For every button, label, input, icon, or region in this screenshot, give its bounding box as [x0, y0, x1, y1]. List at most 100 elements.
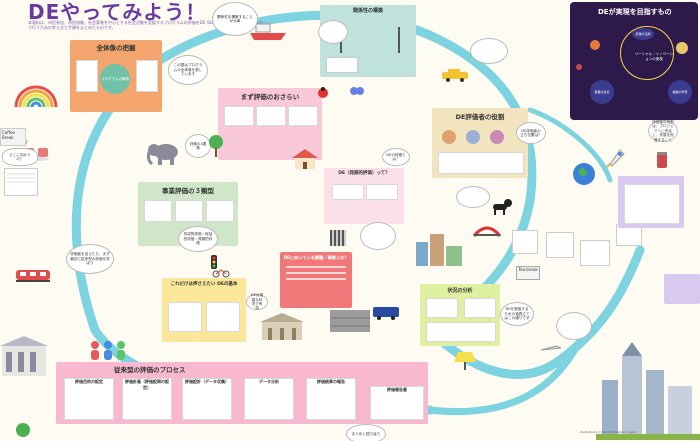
town-icon	[416, 234, 462, 266]
planet-icon	[676, 42, 688, 54]
panel-process: 従来型の評価のプロセス 評価目的の設定 評価計画（評価設問の設定） 評価設計（デ…	[56, 362, 428, 424]
process-title: 従来型の評価のプロセス	[114, 366, 186, 374]
bicycle-icon	[212, 269, 230, 278]
note-left: 評価者を迎えたら、まず最初に従来型の評価を学ぼう	[66, 244, 114, 274]
usecase-line	[286, 272, 346, 274]
page-title: DEやってみよう！	[28, 0, 207, 24]
jar-icon	[657, 152, 667, 168]
usecase-line	[286, 278, 346, 280]
panel-analysis: 状況の分析	[420, 284, 500, 346]
rainbow-icon	[14, 85, 58, 108]
person-icon	[490, 130, 504, 144]
process-step-label: 評価目的の設定	[75, 379, 103, 384]
goal-right-node: 組織の学習	[668, 80, 692, 104]
elephant-icon	[146, 144, 178, 166]
purpose-box	[224, 106, 254, 126]
goal-inner-label: ソーシャル・イノベーションの実現	[634, 52, 674, 61]
basics-title: これだけは押さえたい DEの基本	[170, 282, 238, 287]
process-step-2: 評価計画（評価設問の設定）	[122, 378, 172, 420]
note-taxi	[470, 38, 508, 64]
tree-icon	[209, 135, 223, 157]
tea-break-sign: Tea break	[516, 266, 540, 280]
ship-icon	[250, 23, 286, 40]
note-usecase	[360, 222, 396, 250]
role-title: DE評価者の役割	[455, 113, 505, 121]
basics-card	[206, 302, 240, 332]
relations-note	[326, 57, 358, 73]
note-airplane	[556, 312, 592, 340]
overview-box-left	[76, 60, 98, 92]
taxi-icon	[442, 69, 468, 82]
process-step-1: 評価目的の設定	[64, 378, 114, 420]
dog-icon	[493, 199, 512, 215]
note-left-text	[4, 168, 38, 196]
side-info-text	[624, 184, 680, 224]
panel-side-purple	[664, 274, 700, 304]
type-card	[206, 200, 234, 222]
goal-title: DEが実現を目指すもの	[598, 8, 672, 16]
sticky-note	[512, 230, 538, 254]
panel-de-basics: これだけは押さえたい DEの基本	[162, 278, 246, 342]
process-step-3: 評価設計（データ収集）	[182, 378, 232, 420]
process-step-6: 評価報告書	[370, 386, 424, 420]
person-icon	[442, 130, 456, 144]
castle-icon	[260, 313, 304, 340]
panel-purpose: まず評価のおさらい	[218, 88, 322, 160]
relations-bracket-right	[376, 27, 400, 53]
process-step-5: 評価結果の報告	[306, 378, 356, 420]
note-role: DE評価者の立ち位置は？	[516, 122, 546, 144]
usecase-line	[286, 266, 346, 268]
page-subtitle: 本資料は、市民参加、市民協働、社会実装を中心とする社会活動を支援するプログラムの…	[28, 20, 263, 30]
role-text-box	[438, 152, 524, 174]
footer-credit: Illustrations ©2019 DE Network Japan	[580, 430, 638, 434]
lamp-icon	[454, 352, 476, 370]
note-three: 形成的評価・総括的評価・発展的評価	[178, 226, 218, 252]
relations-title: 関係性の構築	[352, 8, 383, 14]
planet-icon	[576, 64, 582, 70]
analysis-title: 状況の分析	[447, 288, 473, 294]
three-types-title: 事業評価の３類型	[162, 187, 214, 195]
bus-icon	[373, 307, 399, 320]
panel-role: DE評価者の役割	[432, 108, 528, 178]
de-card	[332, 184, 364, 200]
process-step-label: 評価結果の報告	[317, 379, 345, 384]
process-step-4: データ分析	[244, 378, 294, 420]
purpose-box	[256, 106, 286, 126]
overview-box-right	[136, 60, 158, 92]
process-step-label: 評価計画（評価設問の設定）	[125, 379, 169, 390]
process-step-label: データ分析	[259, 379, 279, 384]
building-thumbnail	[330, 230, 346, 246]
panel-side-info	[618, 176, 684, 228]
note-analysis-top	[456, 186, 490, 208]
tree-icon	[16, 423, 30, 437]
process-step-label: 評価設計（データ収集）	[185, 379, 229, 384]
usecase-title: DEに向いている課題／事業とは？	[283, 255, 349, 260]
purpose-box	[288, 106, 318, 126]
note-relation: 関係性を構築することが大事	[212, 2, 258, 36]
people-icon	[91, 341, 125, 360]
wall-icon	[330, 310, 370, 332]
sticky-note	[580, 240, 610, 266]
note-overview: この図はプログラムの全体像を表しています	[168, 55, 208, 85]
note-mid: DEの特徴とは？	[382, 148, 410, 166]
panel-goal: DEが実現を目指すもの ソーシャル・イノベーションの実現 評価の活用 事業の改善…	[570, 2, 698, 120]
building-icon	[0, 336, 48, 376]
city-icon	[596, 342, 700, 440]
note-relation-2	[318, 20, 348, 44]
note-basics: DEは複雑な状況で有効	[246, 293, 268, 310]
sticky-note	[546, 232, 574, 258]
basics-card	[168, 302, 202, 332]
house-icon	[292, 149, 318, 169]
note-bottom: まとめと振り返り	[346, 424, 386, 441]
coffee-break-sign: Coffee Break	[0, 128, 26, 146]
analysis-card	[464, 298, 496, 318]
purpose-title: まず評価のおさらい	[240, 93, 300, 101]
traffic-light-icon	[211, 255, 217, 269]
process-step-label: 評価報告書	[387, 387, 407, 392]
panel-overview: 全体像の把握 プログラムの構造	[70, 40, 162, 112]
type-card	[144, 200, 172, 222]
planet-icon	[590, 40, 600, 50]
butterfly-icon	[350, 87, 364, 95]
note-goal: 評価者の役割は、プロジェクトに伴走し、学習を促進すること	[648, 120, 678, 142]
